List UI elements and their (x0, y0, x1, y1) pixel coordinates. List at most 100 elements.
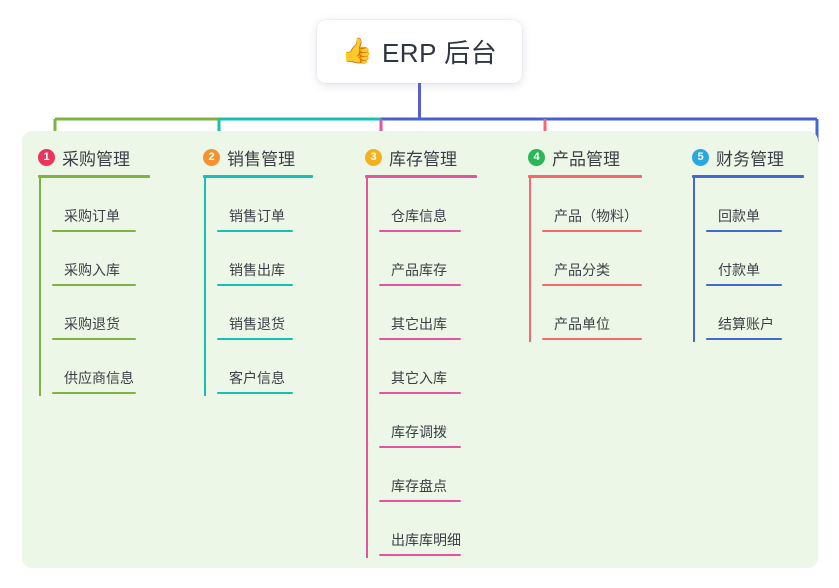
branch-item-label: 库存调拨 (391, 424, 447, 440)
branch-item-label: 仓库信息 (391, 208, 447, 224)
branch-item-label: 销售出库 (229, 262, 285, 278)
branch-item-rule (379, 554, 461, 556)
branch-item-rule (706, 230, 782, 232)
branch-header-3[interactable]: 3 库存管理 (365, 140, 477, 174)
branch-item-label: 库存盘点 (391, 478, 447, 494)
branch-item[interactable]: 付款单 (692, 262, 782, 286)
branch-item-label: 采购退货 (64, 316, 120, 332)
branch-item[interactable]: 销售退货 (203, 316, 293, 340)
branch-item[interactable]: 产品（物料） (528, 208, 642, 232)
branch-item[interactable]: 回款单 (692, 208, 782, 232)
branch-item-rule (217, 284, 293, 286)
branch-header-4[interactable]: 4 产品管理 (528, 140, 642, 174)
branch-item-label: 采购订单 (64, 208, 120, 224)
branch-item[interactable]: 采购入库 (38, 262, 136, 286)
branch-children-1: 采购订单采购入库采购退货供应商信息 (38, 178, 150, 396)
branch-header-1[interactable]: 1 采购管理 (38, 140, 150, 174)
branch-children-5: 回款单付款单结算账户 (692, 178, 804, 342)
branch-item[interactable]: 产品分类 (528, 262, 642, 286)
branch-item-label: 其它出库 (391, 316, 447, 332)
branch-header-rule-3 (365, 175, 477, 178)
branch-item[interactable]: 采购退货 (38, 316, 136, 340)
branch-children-4: 产品（物料） 产品分类产品单位 (528, 178, 642, 342)
branch-item-rule (379, 392, 461, 394)
branch-item-rule (52, 284, 136, 286)
branch-item-label: 产品单位 (554, 316, 610, 332)
branch-item[interactable]: 销售订单 (203, 208, 293, 232)
branch-title-5: 财务管理 (716, 149, 784, 169)
branch-header-5[interactable]: 5 财务管理 (692, 140, 804, 174)
branch-item[interactable]: 其它入库 (365, 370, 461, 394)
branch-title-2: 销售管理 (227, 149, 295, 169)
branch-item-rule (379, 338, 461, 340)
branch-badge-5: 5 (692, 148, 709, 166)
branch-title-3: 库存管理 (389, 149, 457, 169)
branch-title-4: 产品管理 (552, 149, 620, 169)
branch-item-rule (542, 284, 642, 286)
branches-panel (22, 131, 818, 568)
branch-item-label: 客户信息 (229, 370, 285, 386)
branch-item-rule (379, 446, 461, 448)
branch-column-4: 4 产品管理产品（物料） 产品分类产品单位 (528, 140, 642, 342)
branch-column-2: 2 销售管理销售订单销售出库销售退货客户信息 (203, 140, 313, 396)
branch-item-rule (52, 392, 136, 394)
thumbs-up-icon: 👍 (341, 37, 373, 65)
branch-trunk-2 (204, 178, 206, 396)
branch-item-label: 结算账户 (718, 316, 774, 332)
branch-trunk-5 (693, 178, 695, 342)
branch-item-label: 销售退货 (229, 316, 285, 332)
branch-badge-4: 4 (528, 148, 545, 166)
branch-trunk-1 (39, 178, 41, 396)
branch-item[interactable]: 采购订单 (38, 208, 136, 232)
branch-item-rule (379, 284, 461, 286)
branch-header-rule-5 (692, 175, 804, 178)
branch-item-label: 其它入库 (391, 370, 447, 386)
branch-item-label: 出库库明细 (391, 532, 461, 548)
branch-header-rule-1 (38, 175, 150, 178)
branch-item-label: 销售订单 (229, 208, 285, 224)
branch-item[interactable]: 库存盘点 (365, 478, 461, 502)
branch-item[interactable]: 销售出库 (203, 262, 293, 286)
branch-item-rule (52, 230, 136, 232)
branch-item[interactable]: 产品库存 (365, 262, 461, 286)
branch-item[interactable]: 其它出库 (365, 316, 461, 340)
branch-header-2[interactable]: 2 销售管理 (203, 140, 313, 174)
branch-item-label: 产品（物料） (554, 208, 638, 224)
branch-item[interactable]: 结算账户 (692, 316, 782, 340)
branch-item-rule (217, 230, 293, 232)
branch-header-rule-2 (203, 175, 313, 178)
branch-item-label: 采购入库 (64, 262, 120, 278)
branch-trunk-3 (366, 178, 368, 558)
branch-item[interactable]: 库存调拨 (365, 424, 461, 448)
branch-badge-1: 1 (38, 148, 55, 166)
branch-item[interactable]: 客户信息 (203, 370, 293, 394)
branch-item[interactable]: 仓库信息 (365, 208, 461, 232)
branch-header-rule-4 (528, 175, 642, 178)
branch-item-rule (379, 500, 461, 502)
branch-item-label: 回款单 (718, 208, 760, 224)
branch-item[interactable]: 供应商信息 (38, 370, 136, 394)
branch-children-2: 销售订单销售出库销售退货客户信息 (203, 178, 313, 396)
branch-column-5: 5 财务管理回款单付款单结算账户 (692, 140, 804, 342)
branch-item-label: 付款单 (718, 262, 760, 278)
branch-children-3: 仓库信息产品库存其它出库其它入库库存调拨库存盘点出库库明细 (365, 178, 477, 558)
branch-item-label: 产品分类 (554, 262, 610, 278)
branch-item-label: 产品库存 (391, 262, 447, 278)
branch-item-rule (542, 338, 642, 340)
branch-item[interactable]: 出库库明细 (365, 532, 461, 556)
branch-column-3: 3 库存管理仓库信息产品库存其它出库其它入库库存调拨库存盘点出库库明细 (365, 140, 477, 558)
branch-item-rule (706, 338, 782, 340)
branch-item-label: 供应商信息 (64, 370, 134, 386)
branch-item-rule (52, 338, 136, 340)
branch-trunk-4 (529, 178, 531, 342)
branch-column-1: 1 采购管理采购订单采购入库采购退货供应商信息 (38, 140, 150, 396)
branch-item[interactable]: 产品单位 (528, 316, 642, 340)
branch-item-rule (379, 230, 461, 232)
branch-title-1: 采购管理 (62, 149, 130, 169)
root-node-title: ERP 后台 (381, 38, 498, 68)
branch-item-rule (217, 392, 293, 394)
root-node-erp-backend[interactable]: 👍 ERP 后台 (317, 20, 522, 83)
branch-badge-2: 2 (203, 148, 220, 166)
branch-badge-3: 3 (365, 148, 382, 166)
